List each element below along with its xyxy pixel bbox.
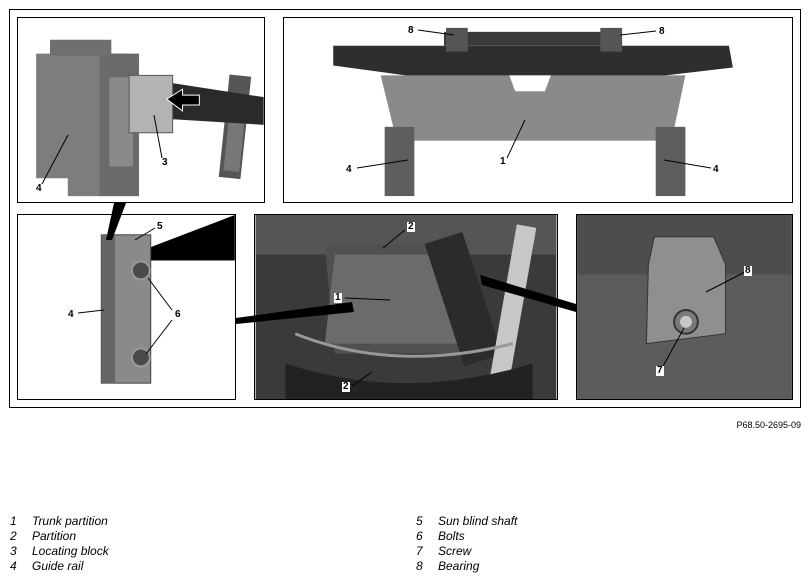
legend-item: 3 Locating block bbox=[10, 544, 109, 559]
trunk-partition-illustration bbox=[285, 18, 791, 202]
legend-item: 2 Partition bbox=[10, 529, 109, 544]
legend-label: Sun blind shaft bbox=[438, 514, 518, 528]
legend-number: 6 bbox=[416, 529, 423, 543]
legend-label: Guide rail bbox=[32, 559, 84, 573]
callout-label: 2 bbox=[342, 381, 350, 392]
bearing-closeup-illustration bbox=[577, 215, 792, 399]
legend-number: 7 bbox=[416, 544, 423, 558]
legend-item: 5 Sun blind shaft bbox=[416, 514, 517, 529]
panel-bearing-closeup bbox=[576, 214, 793, 400]
legend-label: Locating block bbox=[32, 544, 109, 558]
legend-label: Trunk partition bbox=[32, 514, 108, 528]
panel-guide-rail-bolts bbox=[17, 214, 236, 400]
callout-label: 6 bbox=[175, 309, 181, 320]
panel-guide-rail-detail bbox=[17, 17, 265, 203]
callout-label: 7 bbox=[656, 365, 664, 376]
callout-label: 4 bbox=[346, 164, 352, 175]
callout-label: 4 bbox=[36, 183, 42, 194]
callout-label: 1 bbox=[334, 292, 342, 303]
panel-trunk-partition-overview bbox=[283, 17, 793, 203]
legend-item: 6 Bolts bbox=[416, 529, 517, 544]
callout-label: 4 bbox=[713, 164, 719, 175]
callout-label: 8 bbox=[659, 26, 665, 37]
legend-number: 1 bbox=[10, 514, 17, 528]
callout-label: 1 bbox=[500, 156, 506, 167]
legend-label: Screw bbox=[438, 544, 472, 558]
legend-label: Partition bbox=[32, 529, 77, 543]
guide-rail-bolts-illustration bbox=[18, 215, 235, 399]
image-code: P68.50-2695-09 bbox=[736, 420, 801, 430]
legend-number: 8 bbox=[416, 559, 423, 573]
legend-item: 4 Guide rail bbox=[10, 559, 109, 574]
callout-label: 8 bbox=[744, 265, 752, 276]
legend-label: Bearing bbox=[438, 559, 480, 573]
panel-trunk-photo bbox=[254, 214, 558, 400]
legend-item: 7 Screw bbox=[416, 544, 517, 559]
trunk-photo-illustration bbox=[255, 215, 557, 399]
guide-rail-illustration bbox=[18, 18, 264, 202]
legend-number: 4 bbox=[10, 559, 17, 573]
legend-right-column: 5 Sun blind shaft 6 Bolts 7 Screw 8 Bear… bbox=[416, 514, 517, 574]
callout-label: 4 bbox=[68, 309, 74, 320]
legend-item: 1 Trunk partition bbox=[10, 514, 109, 529]
callout-label: 3 bbox=[162, 157, 168, 168]
callout-label: 8 bbox=[408, 25, 414, 36]
legend-label: Bolts bbox=[438, 529, 465, 543]
legend-number: 3 bbox=[10, 544, 17, 558]
legend-item: 8 Bearing bbox=[416, 559, 517, 574]
callout-label: 2 bbox=[407, 221, 415, 232]
legend-left-column: 1 Trunk partition 2 Partition 3 Locating… bbox=[10, 514, 109, 574]
legend-number: 2 bbox=[10, 529, 17, 543]
legend-number: 5 bbox=[416, 514, 423, 528]
callout-label: 5 bbox=[157, 221, 163, 232]
